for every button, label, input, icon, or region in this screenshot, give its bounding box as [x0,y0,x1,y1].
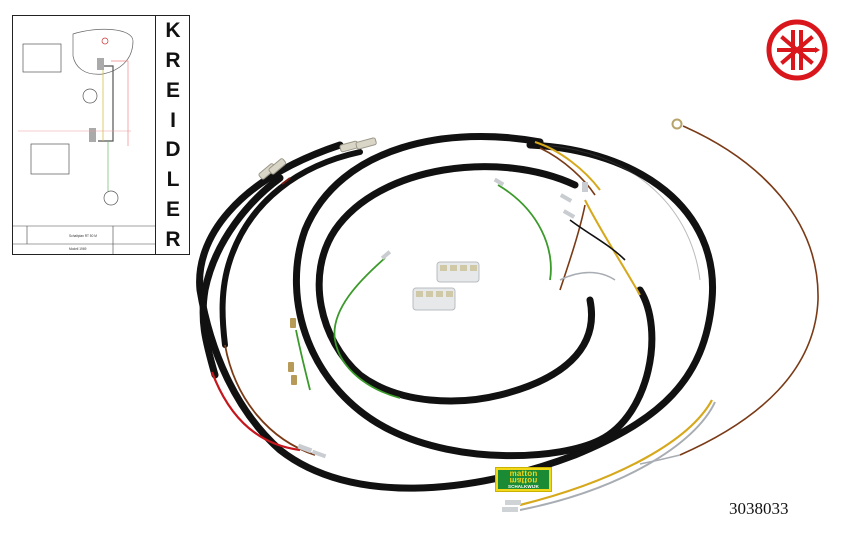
badge-line2-mirrored: matton [509,475,538,485]
brand-letter: D [165,138,181,162]
brand-name-vertical: K R E I D L E R [156,16,190,254]
left-cable [199,137,377,459]
matton-schalkwijk-badge: matton matton SCHALKWIJK [495,467,552,492]
brand-letter: E [165,197,180,221]
wire-breakout-bottom [502,399,716,512]
schematic-drawing: Schaltplan RT 50 M Modell 1969 [13,28,155,254]
kreidler-logo-icon [766,19,828,81]
title-block-row2: Modell 1969 [69,247,87,251]
brand-letter: E [165,78,180,102]
product-number: 3038033 [729,499,789,518]
wiring-schematic: Schaltplan RT 50 M Modell 1969 [13,16,156,254]
brand-letter: R [165,227,181,251]
terminal-strips [412,261,480,311]
wire-breakout-top [534,141,641,296]
green-wire [288,177,552,399]
main-cable-middle [292,132,656,460]
brand-letter: R [165,49,181,73]
wiring-diagram-card: Schaltplan RT 50 M Modell 1969 K R E I D… [12,15,190,255]
brand-letter: I [170,108,176,132]
title-block-row1: Schaltplan RT 50 M [69,234,97,238]
brand-letter: L [166,168,180,192]
badge-line1: matton [509,468,538,478]
main-cable-inner [315,163,595,405]
main-cable-outer [196,141,717,492]
badge-line3: SCHALKWIJK [508,483,539,489]
ground-wire [671,118,819,456]
brand-letter: K [165,19,181,43]
